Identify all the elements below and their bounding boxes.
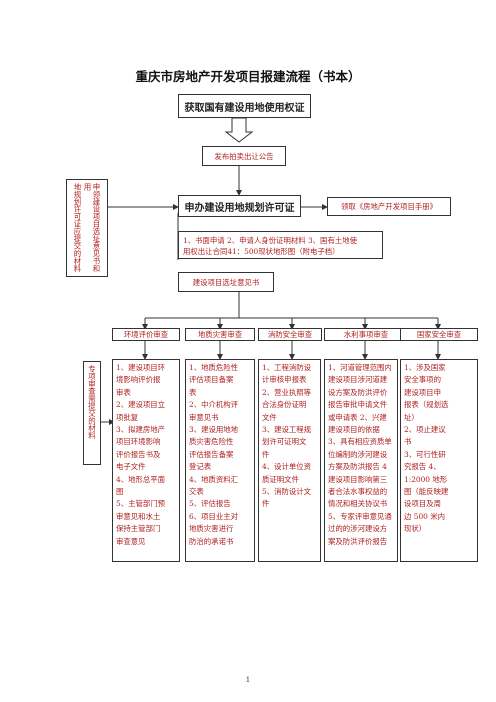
department-materials-note: 专项审查需提交的材料	[83, 361, 101, 465]
review-items-environment: 1、建设项目环 境影响评价报 审表 2、建设项目立 项批复 3、拟建房地产 项目…	[112, 359, 180, 562]
review-items-fire: 1、工程消防设 计审核申报表 2、营业执照等 合法身份证明 文件 3、建设工程规…	[258, 359, 321, 562]
review-items-security: 1、涉及国家 安全事项的 建设项目申 报表（规划选 址） 2、项止建议 书 3、…	[400, 359, 478, 562]
land-use-certificate-box: 获取国有建设用地使用权证	[178, 94, 311, 118]
project-handbook-box: 领取《房地产开发项目手册》	[327, 197, 451, 216]
review-header-environment: 环境评价审查	[112, 328, 180, 341]
review-header-water: 水利事项审查	[324, 328, 408, 341]
site-apply-note-text: 申领建设项目选址意见书和用	[83, 183, 101, 272]
application-materials-box: 1、书面申请 2、申请人身份证明材料 3、国有土地使 用权出让合同41：500现…	[178, 231, 383, 259]
review-items-water: 1、河道管理范围内 建设项目涉河道建 设方案及防洪评价 报告审批申请文件 或申请…	[324, 359, 398, 562]
review-items-geology: 1、地质危险性 评估项目备案 表 2、中介机构评 审意见书 3、建设用地地 质灾…	[185, 359, 255, 562]
planning-permit-box: 申办建设用地规划许可证	[178, 195, 301, 217]
page-title: 重庆市房地产开发项目报建流程（书本）	[135, 69, 361, 84]
permit-materials-note-text: 地规划许可证应提交的材料	[73, 183, 82, 272]
review-header-fire: 消防安全审查	[258, 328, 322, 341]
review-header-security: 国家安全审查	[400, 328, 478, 341]
auction-notice-box: 发布拍卖出让公告	[202, 146, 286, 166]
permit-materials-note: 地规划许可证应提交的材料 申领建设项目选址意见书和用	[66, 179, 108, 277]
department-materials-note-text: 专项审查需提交的材料	[87, 365, 97, 439]
site-opinion-box: 建设项目选址意见书	[178, 272, 274, 292]
review-header-geology: 地质灾害审查	[185, 328, 255, 341]
big-down-arrow	[224, 117, 254, 143]
page-number: 1	[245, 676, 251, 684]
